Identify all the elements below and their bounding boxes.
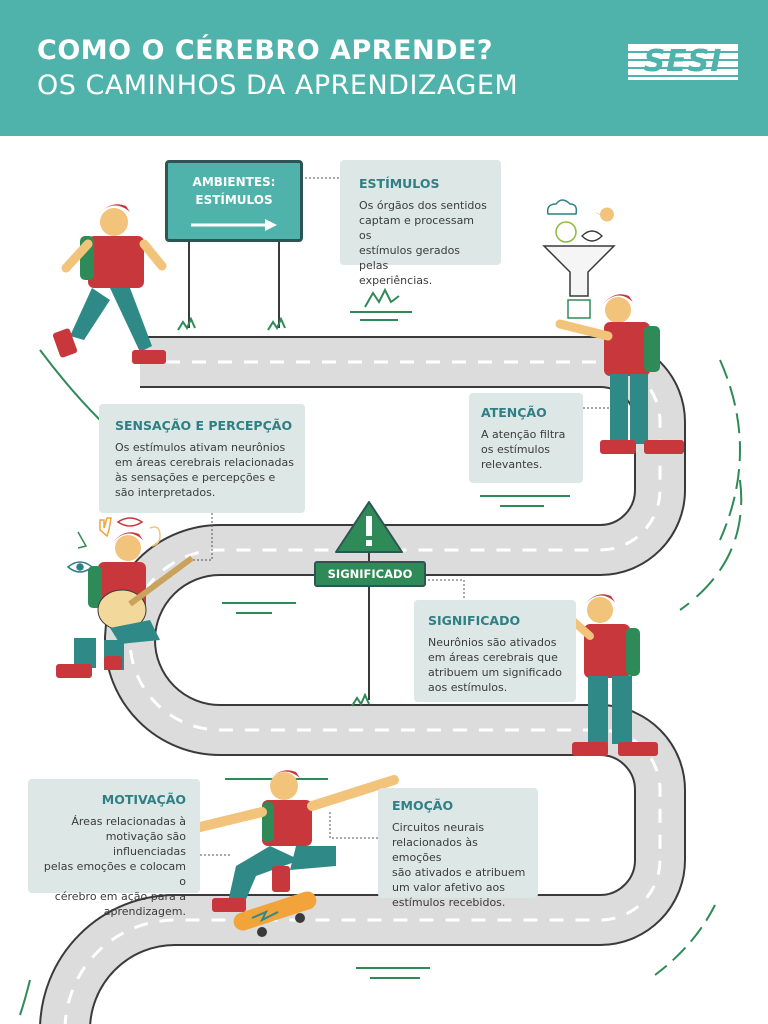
card-text-line: Áreas relacionadas à [71,815,186,828]
character-walking [52,204,167,364]
nose-icon [77,531,88,549]
significado-badge: SIGNIFICADO [314,561,426,587]
card-text-line: relevantes. [481,458,543,471]
ambientes-sign: AMBIENTES: ESTÍMULOS [165,160,303,242]
card-title: SIGNIFICADO [428,613,521,628]
card-sensacao: SENSAÇÃO E PERCEPÇÃO Os estímulos ativam… [99,404,305,513]
card-emocao: EMOÇÃO Circuitos neurais relacionados às… [378,788,538,909]
card-text-line: aos estímulos. [428,681,508,694]
card-text-line: em áreas cerebrais relacionadas [115,456,294,469]
card-text-line: um valor afetivo aos [392,881,505,894]
character-reading [555,294,684,454]
chat-icon [555,221,577,243]
warning-icon [335,501,403,553]
pacman-icon [594,207,614,222]
card-title: EMOÇÃO [392,798,454,813]
cloud-icon [546,199,578,215]
card-text-line: pelas emoções e colocam o [43,860,186,888]
card-text-line: Os estímulos ativam neurônios [115,441,286,454]
card-text-line: Os órgãos dos sentidos [359,199,487,212]
card-title: ATENÇÃO [481,405,547,420]
character-skateboard [191,770,399,937]
page-title: COMO O CÉREBRO APRENDE? [37,35,494,66]
card-significado: SIGNIFICADO Neurônios são ativados em ár… [414,600,576,702]
card-estimulos: ESTÍMULOS Os órgãos dos sentidos captam … [340,160,501,287]
card-motivacao: MOTIVAÇÃO Áreas relacionadas à motivação… [28,779,200,918]
card-text-line: estímulos recebidos. [392,896,506,909]
card-text-line: aprendizagem. [103,905,186,918]
card-text-line: experiências. [359,274,433,287]
card-text-line: cérebro em ação para a [54,890,186,903]
card-title: ESTÍMULOS [359,176,440,191]
hand-icon [99,517,112,538]
card-text-line: são interpretados. [115,486,216,499]
sign-line-1: AMBIENTES: [192,175,276,189]
arrow-right-icon [191,219,277,231]
sesi-logo: SESI [628,44,738,80]
funnel-icon [542,245,616,297]
logo-text: SESI [643,44,723,79]
card-text-line: em áreas cerebrais que [428,651,558,664]
card-text-line: atribuem um significado [428,666,562,679]
character-guitar [56,532,194,678]
sign-line-2: ESTÍMULOS [195,193,273,207]
card-text-line: relacionados às emoções [392,836,478,864]
card-atencao: ATENÇÃO A atenção filtra os estímulos re… [469,393,583,483]
character-thinking [568,594,658,756]
card-text-line: são ativados e atribuem [392,866,526,879]
card-text-line: às sensações e percepções e [115,471,276,484]
lips-icon [116,517,144,527]
card-text-line: motivação são influenciadas [105,830,186,858]
road-dashes [63,360,662,1024]
card-text-line: estímulos gerados pelas [359,244,461,272]
card-text-line: Circuitos neurais [392,821,485,834]
card-text-line: os estímulos [481,443,551,456]
card-text-line: captam e processam os [359,214,475,242]
ear-icon [149,526,161,547]
card-text-line: Neurônios são ativados [428,636,557,649]
book-icon [567,299,591,319]
card-title: SENSAÇÃO E PERCEPÇÃO [115,418,293,433]
fish-icon [581,230,603,242]
page-subtitle: OS CAMINHOS DA APRENDIZAGEM [37,70,519,101]
card-title: MOTIVAÇÃO [101,792,186,807]
card-text-line: A atenção filtra [481,428,566,441]
